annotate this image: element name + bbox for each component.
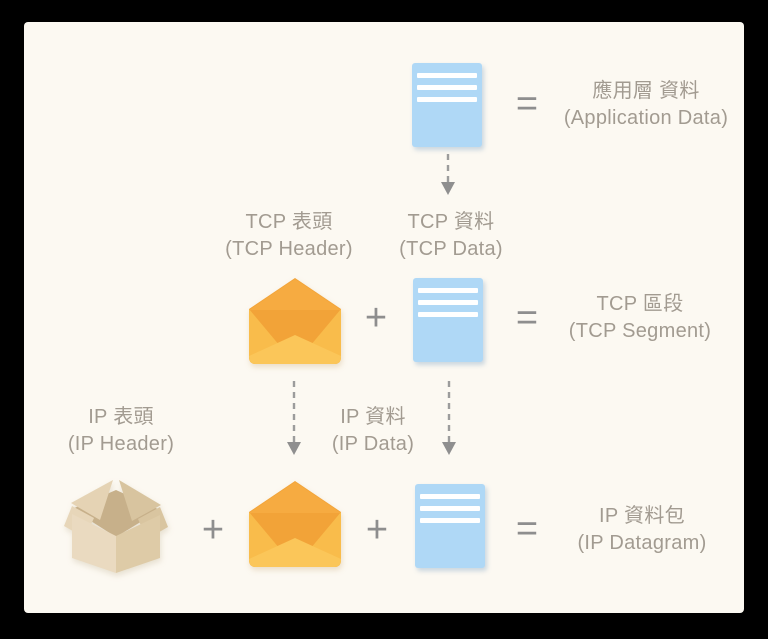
document-line [418, 288, 478, 293]
ip-datagram-label: IP 資料包 (IP Datagram) [577, 503, 706, 557]
document-line [417, 73, 477, 78]
tcp-header-label: TCP 表頭 (TCP Header) [225, 209, 353, 263]
equals-icon: = [515, 297, 539, 339]
ip-header-envelope-icon [249, 481, 341, 567]
down-arrow-icon [441, 154, 455, 195]
ip-datagram-label-en: (IP Datagram) [577, 532, 707, 554]
document-line [420, 494, 480, 499]
application-data-label: 應用層 資料 (Application Data) [564, 78, 728, 132]
diagram-canvas: = 應用層 資料 (Application Data) TCP 表頭 (TCP … [24, 22, 744, 613]
tcp-segment-label-en: (TCP Segment) [568, 320, 712, 342]
tcp-data-label-en: (TCP Data) [399, 238, 503, 260]
tcp-header-envelope-icon [249, 278, 341, 364]
down-arrow-icon [287, 381, 301, 455]
document-line [418, 312, 478, 317]
document-line [420, 506, 480, 511]
application-data-label-zh: 應用層 資料 [592, 80, 700, 102]
ip-header-label-zh: IP 表頭 [88, 406, 154, 428]
plus-icon: + [201, 509, 225, 551]
ip-header-label-en: (IP Header) [67, 433, 175, 455]
tcp-data-label-zh: TCP 資料 [407, 211, 495, 233]
equals-icon: = [515, 508, 539, 550]
tcp-segment-label-zh: TCP 區段 [596, 293, 684, 315]
document-line [418, 300, 478, 305]
tcp-header-label-en: (TCP Header) [225, 238, 353, 260]
tcp-header-label-zh: TCP 表頭 [245, 211, 333, 233]
document-line [420, 518, 480, 523]
application-data-label-en: (Application Data) [563, 107, 729, 129]
ip-datagram-label-zh: IP 資料包 [599, 505, 685, 527]
document-line [417, 85, 477, 90]
equals-icon: = [515, 83, 539, 125]
down-arrow-icon [442, 381, 456, 455]
ip-data-label: IP 資料 (IP Data) [332, 404, 414, 458]
plus-icon: + [365, 509, 389, 551]
ip-data-label-en: (IP Data) [331, 433, 415, 455]
ip-data-label-zh: IP 資料 [340, 406, 406, 428]
document-line [417, 97, 477, 102]
plus-icon: + [364, 297, 388, 339]
tcp-data-document-icon [413, 278, 483, 362]
application-data-document-icon [412, 63, 482, 147]
ip-data-document-icon [415, 484, 485, 568]
tcp-segment-label: TCP 區段 (TCP Segment) [569, 291, 711, 345]
tcp-data-label: TCP 資料 (TCP Data) [399, 209, 503, 263]
ip-header-box-icon [64, 480, 168, 573]
ip-header-label: IP 表頭 (IP Header) [68, 404, 174, 458]
